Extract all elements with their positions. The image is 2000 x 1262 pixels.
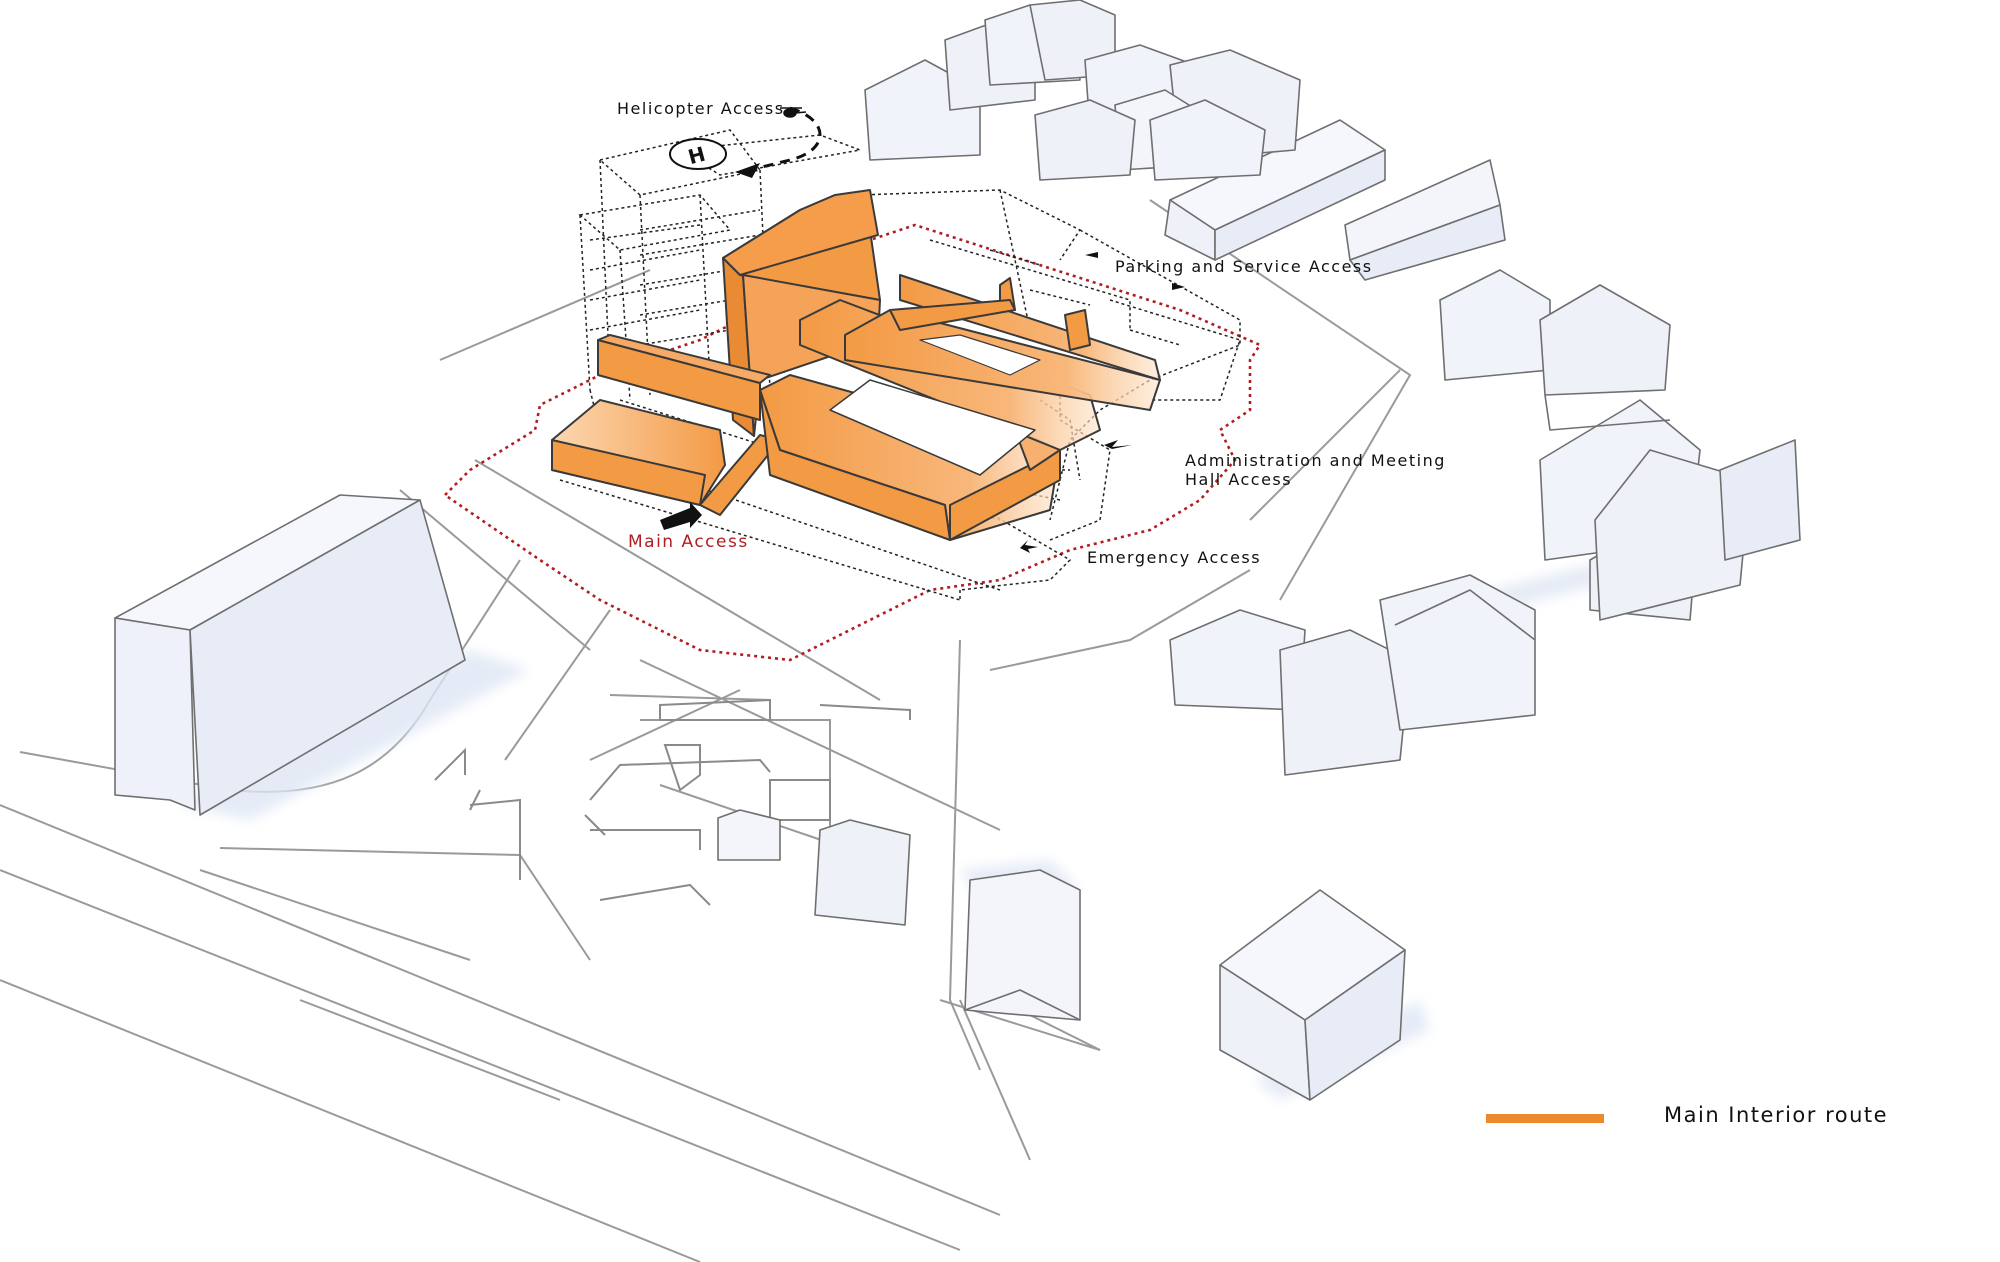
admin-access-arrow-icon bbox=[1104, 440, 1132, 452]
emergency-access-arrow-icon bbox=[1020, 540, 1038, 553]
admin-meeting-access-label-line2: Hall Access bbox=[1185, 470, 1293, 489]
legend-swatch bbox=[1486, 1114, 1604, 1123]
main-access-arrow-icon bbox=[660, 502, 702, 530]
helicopter-path bbox=[735, 106, 822, 178]
parking-access-arrow-icon-1 bbox=[1085, 252, 1098, 258]
legend-label: Main Interior route bbox=[1664, 1103, 1889, 1127]
admin-meeting-access-label-line1: Administration and Meeting bbox=[1185, 451, 1446, 470]
route-tower-top bbox=[722, 189, 879, 276]
parking-lots bbox=[434, 698, 911, 906]
context-buildings bbox=[114, 0, 1801, 1101]
svg-text:H: H bbox=[685, 142, 707, 170]
helipad-icon: H bbox=[669, 138, 727, 170]
route-bar-right-3 bbox=[899, 274, 1161, 381]
route-u-front bbox=[949, 449, 1061, 541]
route-bar-right-5 bbox=[1064, 309, 1091, 351]
helicopter-icon bbox=[780, 107, 807, 118]
main-interior-route bbox=[551, 189, 1161, 541]
emergency-access-label: Emergency Access bbox=[1087, 548, 1262, 567]
parking-access-arrow-icon-2 bbox=[1172, 283, 1185, 290]
courtyard bbox=[829, 379, 1036, 476]
access-arrows bbox=[660, 252, 1185, 553]
helicopter-access-label: Helicopter Access bbox=[617, 99, 785, 118]
main-access-label: Main Access bbox=[628, 532, 749, 552]
parking-service-access-label: Parking and Service Access bbox=[1115, 257, 1373, 276]
